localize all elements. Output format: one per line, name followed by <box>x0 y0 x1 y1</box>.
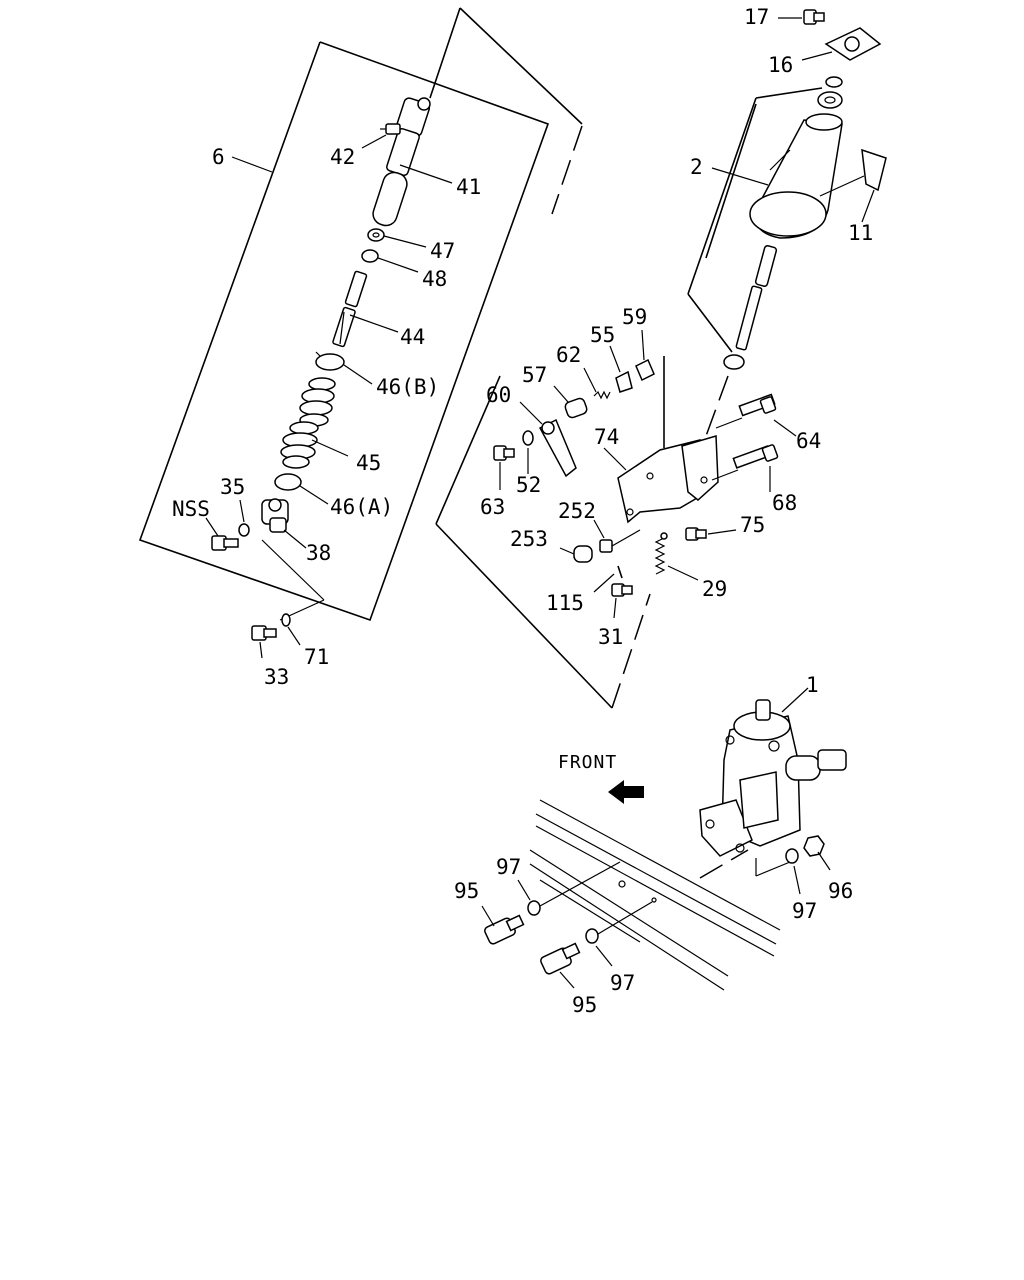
callout-115: 115 <box>546 591 584 615</box>
boot-45-upper <box>299 377 336 427</box>
clamp-16 <box>824 27 882 61</box>
callout-16: 16 <box>768 53 793 77</box>
ring-upper <box>817 76 843 109</box>
washer-48 <box>361 249 379 263</box>
callout-1: 1 <box>806 673 819 697</box>
callout-38: 38 <box>306 541 331 565</box>
shaft-assembly-frame <box>138 7 583 622</box>
callout-63: 63 <box>480 495 505 519</box>
front-label: FRONT <box>558 752 617 773</box>
nut-252 <box>599 539 613 553</box>
bolt-nss <box>211 535 239 551</box>
bolt-63 <box>493 445 515 461</box>
callout-57: 57 <box>522 363 547 387</box>
callout-95-upper: 95 <box>454 879 479 903</box>
callout-75: 75 <box>740 513 765 537</box>
callout-95-lower: 95 <box>572 993 597 1017</box>
yoke-38 <box>261 498 289 533</box>
spring-29 <box>654 532 668 575</box>
callout-42: 42 <box>330 145 355 169</box>
callout-45: 45 <box>356 451 381 475</box>
callout-11: 11 <box>848 221 873 245</box>
callout-71: 71 <box>304 645 329 669</box>
callout-60: 60 <box>486 383 511 407</box>
washer-71 <box>281 613 291 627</box>
cover-11 <box>861 148 887 192</box>
boot-45-lower <box>280 421 319 469</box>
frame-rail <box>529 799 781 991</box>
callout-2: 2 <box>690 155 703 179</box>
spring-62 <box>593 390 611 400</box>
callout-31: 31 <box>598 625 623 649</box>
callout-nss: NSS <box>172 497 210 521</box>
callout-55: 55 <box>590 323 615 347</box>
callout-46b: 46(B) <box>376 375 439 399</box>
callout-labels: 17 16 2 11 6 42 41 47 48 44 46(B) 45 35 … <box>172 5 873 1017</box>
clip-55 <box>615 370 633 393</box>
snap-ring-46a <box>274 473 302 491</box>
leader-lines-bottom <box>481 851 831 989</box>
bolt-75 <box>685 527 707 541</box>
callout-97-upper: 97 <box>496 855 521 879</box>
lever-60 <box>538 418 577 478</box>
washer-35 <box>238 523 250 537</box>
callout-41: 41 <box>456 175 481 199</box>
cap-253 <box>573 545 593 563</box>
callout-74: 74 <box>594 425 619 449</box>
callout-35: 35 <box>220 475 245 499</box>
leader-lines-bracket <box>499 329 797 619</box>
callout-47: 47 <box>430 239 455 263</box>
column-shaft <box>723 245 778 370</box>
callout-52: 52 <box>516 473 541 497</box>
washer-47 <box>367 228 385 242</box>
column-frame <box>687 87 823 353</box>
callout-29: 29 <box>702 577 727 601</box>
washer-97-right <box>785 848 799 864</box>
nut-96 <box>803 835 825 857</box>
washer-97-lower <box>585 928 599 944</box>
universal-joint-upper <box>372 97 431 227</box>
plate-59 <box>635 358 655 382</box>
bracket-frame <box>435 356 665 709</box>
snap-ring-46b <box>315 351 345 371</box>
bolt-17 <box>803 9 825 25</box>
bolt-33 <box>251 625 277 641</box>
bolt-31 <box>611 583 633 597</box>
column-housing-2 <box>749 113 843 239</box>
callout-64: 64 <box>796 429 821 453</box>
callout-97-right: 97 <box>792 899 817 923</box>
callout-17: 17 <box>744 5 769 29</box>
callout-44: 44 <box>400 325 425 349</box>
callout-96: 96 <box>828 879 853 903</box>
callout-33: 33 <box>264 665 289 689</box>
callout-68: 68 <box>772 491 797 515</box>
bolt-68 <box>732 444 779 469</box>
bolt-95-lower <box>540 942 581 975</box>
washer-97-upper <box>527 900 541 916</box>
bushing-57 <box>564 397 588 419</box>
pin-115 <box>617 565 623 579</box>
callout-253: 253 <box>510 527 548 551</box>
callout-6: 6 <box>212 145 225 169</box>
leader-lines-left <box>205 134 453 659</box>
gear-box-1 <box>699 699 847 857</box>
callout-97-lower: 97 <box>610 971 635 995</box>
callout-46a: 46(A) <box>330 495 393 519</box>
washer-52 <box>522 430 534 446</box>
bolt-42 <box>380 123 401 135</box>
bolt-95-upper <box>484 914 525 945</box>
leader-lines-right-top <box>711 17 875 223</box>
callout-59: 59 <box>622 305 647 329</box>
bracket-74 <box>617 435 719 524</box>
callout-252: 252 <box>558 499 596 523</box>
front-arrow-icon <box>608 780 644 804</box>
bolt-64 <box>738 393 777 417</box>
callout-48: 48 <box>422 267 447 291</box>
callout-62: 62 <box>556 343 581 367</box>
spline-shaft-44 <box>332 270 368 348</box>
